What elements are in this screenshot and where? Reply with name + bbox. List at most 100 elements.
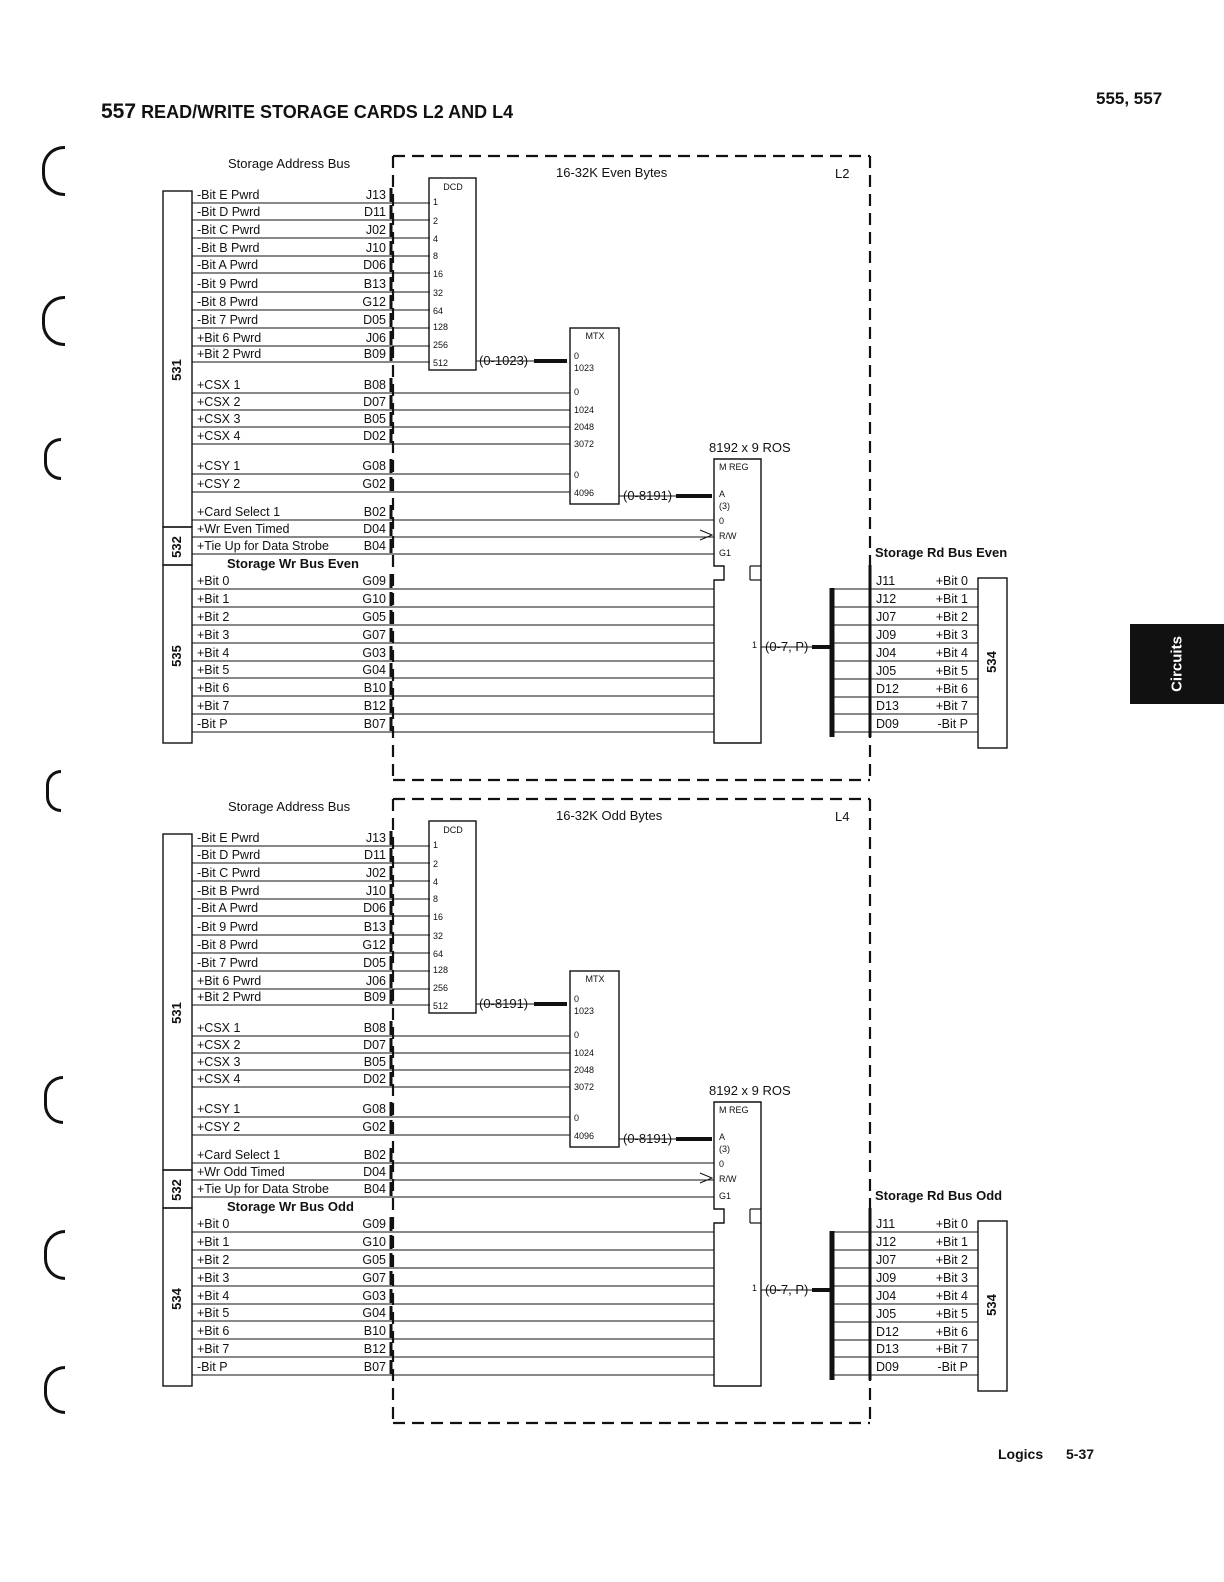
signal-name: +Bit 6 Pwrd <box>197 974 261 988</box>
signal-name: +Bit 3 <box>197 1271 229 1285</box>
pin-number: G03 <box>362 1289 386 1303</box>
pin-number: D13 <box>876 699 899 713</box>
signal-name: +Bit 6 <box>936 682 968 696</box>
signal-name: +Bit 7 <box>936 699 968 713</box>
address-signal-row: -Bit 7 Pwrd D05 <box>192 313 430 329</box>
read-bus-signal-row: J11+Bit 0 <box>832 574 978 590</box>
dcd-input-label: 2 <box>433 859 438 869</box>
mtx-output-range: (0-8191) <box>623 488 672 503</box>
card-connector-531 <box>162 833 193 1171</box>
address-signal-row: -Bit 7 Pwrd D05 <box>192 956 430 972</box>
dcd-box <box>428 820 477 1014</box>
signal-name: -Bit 7 Pwrd <box>197 956 258 970</box>
signal-name: -Bit 7 Pwrd <box>197 313 258 327</box>
pin-number: B08 <box>364 1021 386 1035</box>
signal-name: +Bit 6 Pwrd <box>197 331 261 345</box>
read-bus-label: Storage Rd Bus Odd <box>875 1188 1002 1203</box>
section-tab[interactable]: Circuits <box>1130 624 1224 704</box>
read-bus-signal-row: D09-Bit P <box>832 717 978 733</box>
dcd-input-label: 8 <box>433 251 438 261</box>
signal-name: +CSX 2 <box>197 395 240 409</box>
clock-triangle-icon <box>699 529 714 541</box>
pin-number: D11 <box>364 205 386 219</box>
mtx-input-label: 0 <box>574 1113 579 1123</box>
signal-name: -Bit D Pwrd <box>197 848 260 862</box>
signal-name: +Bit 3 <box>197 628 229 642</box>
pin-number: D05 <box>363 313 386 327</box>
address-signal-row: +Bit 6 Pwrd J06 <box>192 331 430 347</box>
dcd-input-label: 1 <box>433 197 438 207</box>
address-bus-label: Storage Address Bus <box>228 156 351 171</box>
read-bus-signal-row: J05+Bit 5 <box>832 664 978 680</box>
signal-name: -Bit P <box>197 717 228 731</box>
pin-number: J02 <box>366 866 386 880</box>
pin-number: D02 <box>363 429 386 443</box>
pin-number: D09 <box>876 717 899 731</box>
page-reference: 555, 557 <box>1096 89 1163 108</box>
pin-number: G12 <box>362 295 386 309</box>
pin-number: B05 <box>364 1055 386 1069</box>
card-number: 531 <box>169 1002 184 1024</box>
pin-number: B13 <box>364 277 386 291</box>
mtx-input-label: 1023 <box>574 363 594 373</box>
signal-name: -Bit 9 Pwrd <box>197 277 258 291</box>
signal-name: +Bit 3 <box>936 1271 968 1285</box>
read-bus-signal-row: J12+Bit 1 <box>832 1235 978 1251</box>
pin-number: B12 <box>364 1342 386 1356</box>
mreg-pin-label: (3) <box>719 501 730 511</box>
signal-name: +Bit 0 <box>936 1217 968 1231</box>
signal-name: +Bit 5 <box>936 1307 968 1321</box>
dcd-label: DCD <box>443 182 463 192</box>
read-bus-signal-row: D09-Bit P <box>832 1360 978 1376</box>
mtx-input-label: 1024 <box>574 1048 594 1058</box>
signal-name: -Bit E Pwrd <box>197 188 260 202</box>
signal-name: +Bit 4 <box>936 1289 968 1303</box>
mtx-input-label: 4096 <box>574 488 594 498</box>
pin-number: J12 <box>876 592 896 606</box>
signal-name: -Bit D Pwrd <box>197 205 260 219</box>
mtx-input-label: 1024 <box>574 405 594 415</box>
pin-number: D05 <box>363 956 386 970</box>
pin-number: J05 <box>876 664 896 678</box>
pin-number: J06 <box>366 331 386 345</box>
read-bus-label: Storage Rd Bus Even <box>875 545 1007 560</box>
pin-number: D07 <box>363 1038 386 1052</box>
address-signal-row: -Bit 9 Pwrd B13 <box>192 277 430 293</box>
dcd-input-label: 4 <box>433 877 438 887</box>
board-title: 16-32K Even Bytes <box>556 165 668 180</box>
pin-number: B09 <box>364 990 386 1004</box>
signal-name: -Bit B Pwrd <box>197 241 260 255</box>
signal-name: +CSY 1 <box>197 459 240 473</box>
signal-name: +Bit 4 <box>936 646 968 660</box>
read-bus-signal-row: D12+Bit 6 <box>832 682 978 698</box>
mreg-pin-label: 0 <box>719 1159 724 1169</box>
pin-number: J10 <box>366 241 386 255</box>
mreg-pin-label: G1 <box>719 1191 731 1201</box>
read-bus-signal-row: J04+Bit 4 <box>832 1289 978 1305</box>
signal-name: +CSX 3 <box>197 412 240 426</box>
dcd-input-label: 32 <box>433 931 443 941</box>
pin-number: D04 <box>363 1165 386 1179</box>
signal-name: +Card Select 1 <box>197 1148 280 1162</box>
mtx-input-label: 0 <box>574 351 579 361</box>
mreg-pin-label: A <box>719 489 725 499</box>
signal-name: -Bit 8 Pwrd <box>197 938 258 952</box>
dcd-input-label: 512 <box>433 1001 448 1011</box>
read-bus-signal-row: D12+Bit 6 <box>832 1325 978 1341</box>
mtx-box <box>569 327 620 505</box>
